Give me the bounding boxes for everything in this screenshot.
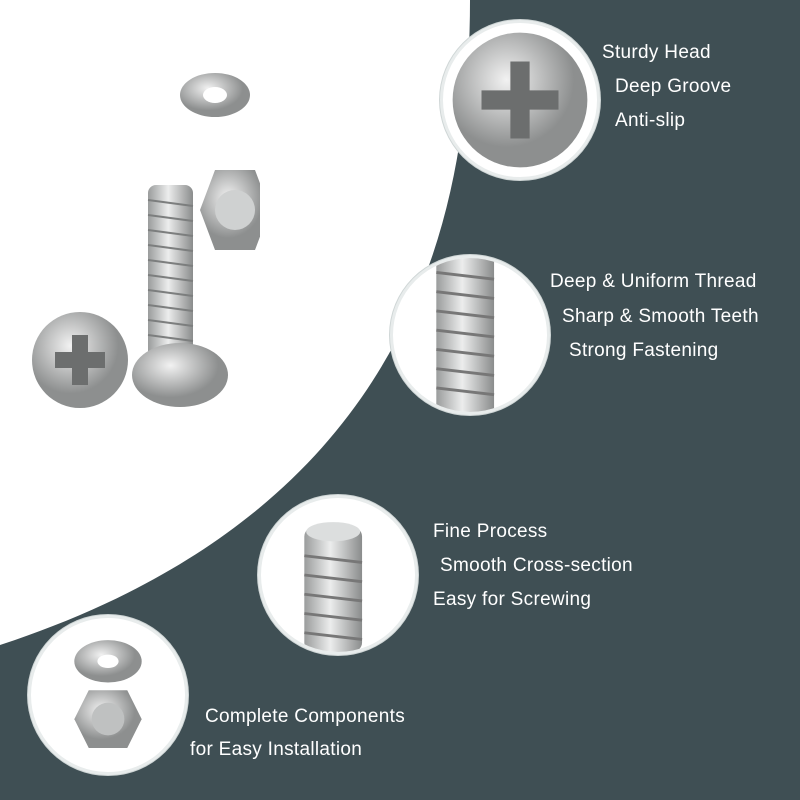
feature-circle-tip <box>258 495 418 655</box>
screw-shank <box>148 185 193 365</box>
product-image-screw-set <box>32 73 260 408</box>
feature-1-line-2: Deep Groove <box>615 76 732 97</box>
feature-3-line-3: Easy for Screwing <box>433 589 592 610</box>
feature-1-line-3: Anti-slip <box>615 110 686 131</box>
feature-2-line-3: Strong Fastening <box>569 340 719 361</box>
feature-3-line-1: Fine Process <box>433 521 548 542</box>
feature-2-line-2: Sharp & Smooth Teeth <box>562 306 759 327</box>
feature-3-line-2: Smooth Cross-section <box>440 555 633 576</box>
feature-4-line-1: Complete Components <box>205 706 406 727</box>
feature-circle-components <box>28 615 188 775</box>
feature-1-line-1: Sturdy Head <box>602 42 711 63</box>
feature-circle-head <box>440 20 600 180</box>
feature-2-line-1: Deep & Uniform Thread <box>550 271 757 292</box>
feature-4-line-2: for Easy Installation <box>190 739 363 760</box>
feature-circle-thread <box>390 255 550 415</box>
screw-head <box>132 343 228 407</box>
